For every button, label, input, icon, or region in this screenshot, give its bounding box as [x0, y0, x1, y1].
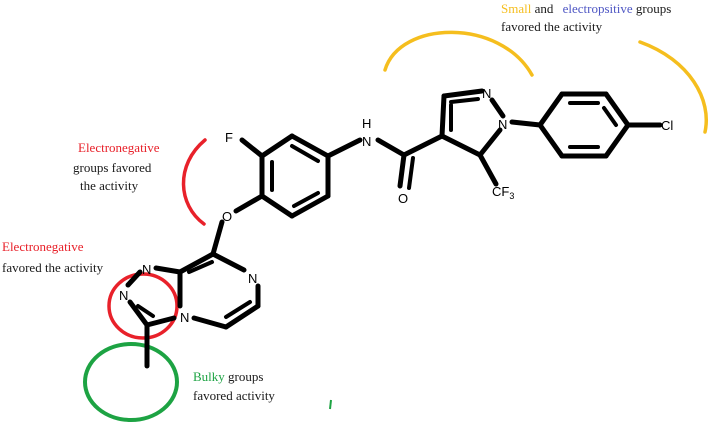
- top-annotation-line2: favored the activity: [501, 19, 603, 34]
- atom-cf3: CF3: [492, 184, 514, 201]
- top-annotation-line1: Small and electropsitive groups: [501, 1, 671, 16]
- yellow-arc-small-groups: [383, 30, 534, 77]
- fluoro-annotation-line1: Electronegative: [78, 140, 160, 155]
- atom-triazole-n-left: N: [119, 288, 128, 303]
- atom-amide-hydrogen: H: [362, 116, 371, 131]
- atom-amide-nitrogen: N: [362, 134, 371, 149]
- atom-pyrazine-n-bridge: N: [180, 310, 189, 325]
- fluoro-annotation-line3: the activity: [80, 178, 139, 193]
- atom-labels: F O H N O N N Cl CF3 N N N N: [119, 86, 673, 325]
- atom-pyrazole-n1: N: [498, 117, 507, 132]
- fluoro-annotation-line2: groups favored: [73, 160, 152, 175]
- triazole-annotation-line1: Electronegative: [2, 239, 84, 254]
- red-arc-fluoro: [181, 138, 207, 226]
- atom-pyrazine-n-right: N: [248, 271, 257, 286]
- triazole-annotation-line2: favored the activity: [2, 260, 104, 275]
- annotation-fluoro: Electronegative groups favored the activ…: [73, 140, 160, 193]
- annotation-bulky: Bulky groups favored activity: [193, 369, 275, 403]
- bonds: [125, 88, 663, 369]
- red-circle-triazole: [107, 272, 179, 340]
- atom-pyrazole-n2: N: [482, 86, 491, 101]
- atom-chlorine: Cl: [661, 118, 673, 133]
- green-circle-methyl: [83, 342, 179, 422]
- annotation-top: Small and electropsitive groups favored …: [501, 1, 671, 34]
- atom-fluorine: F: [225, 130, 233, 145]
- bulky-annotation-line1: Bulky groups: [193, 369, 263, 384]
- bulky-annotation-line2: favored activity: [193, 388, 275, 403]
- atom-triazole-n-top: N: [142, 262, 151, 277]
- stray-mark: [329, 399, 332, 410]
- yellow-arc-electropositive: [638, 40, 708, 134]
- atom-carbonyl-oxygen: O: [398, 191, 408, 206]
- annotation-triazole: Electronegative favored the activity: [2, 239, 104, 275]
- atom-ether-oxygen: O: [222, 209, 232, 224]
